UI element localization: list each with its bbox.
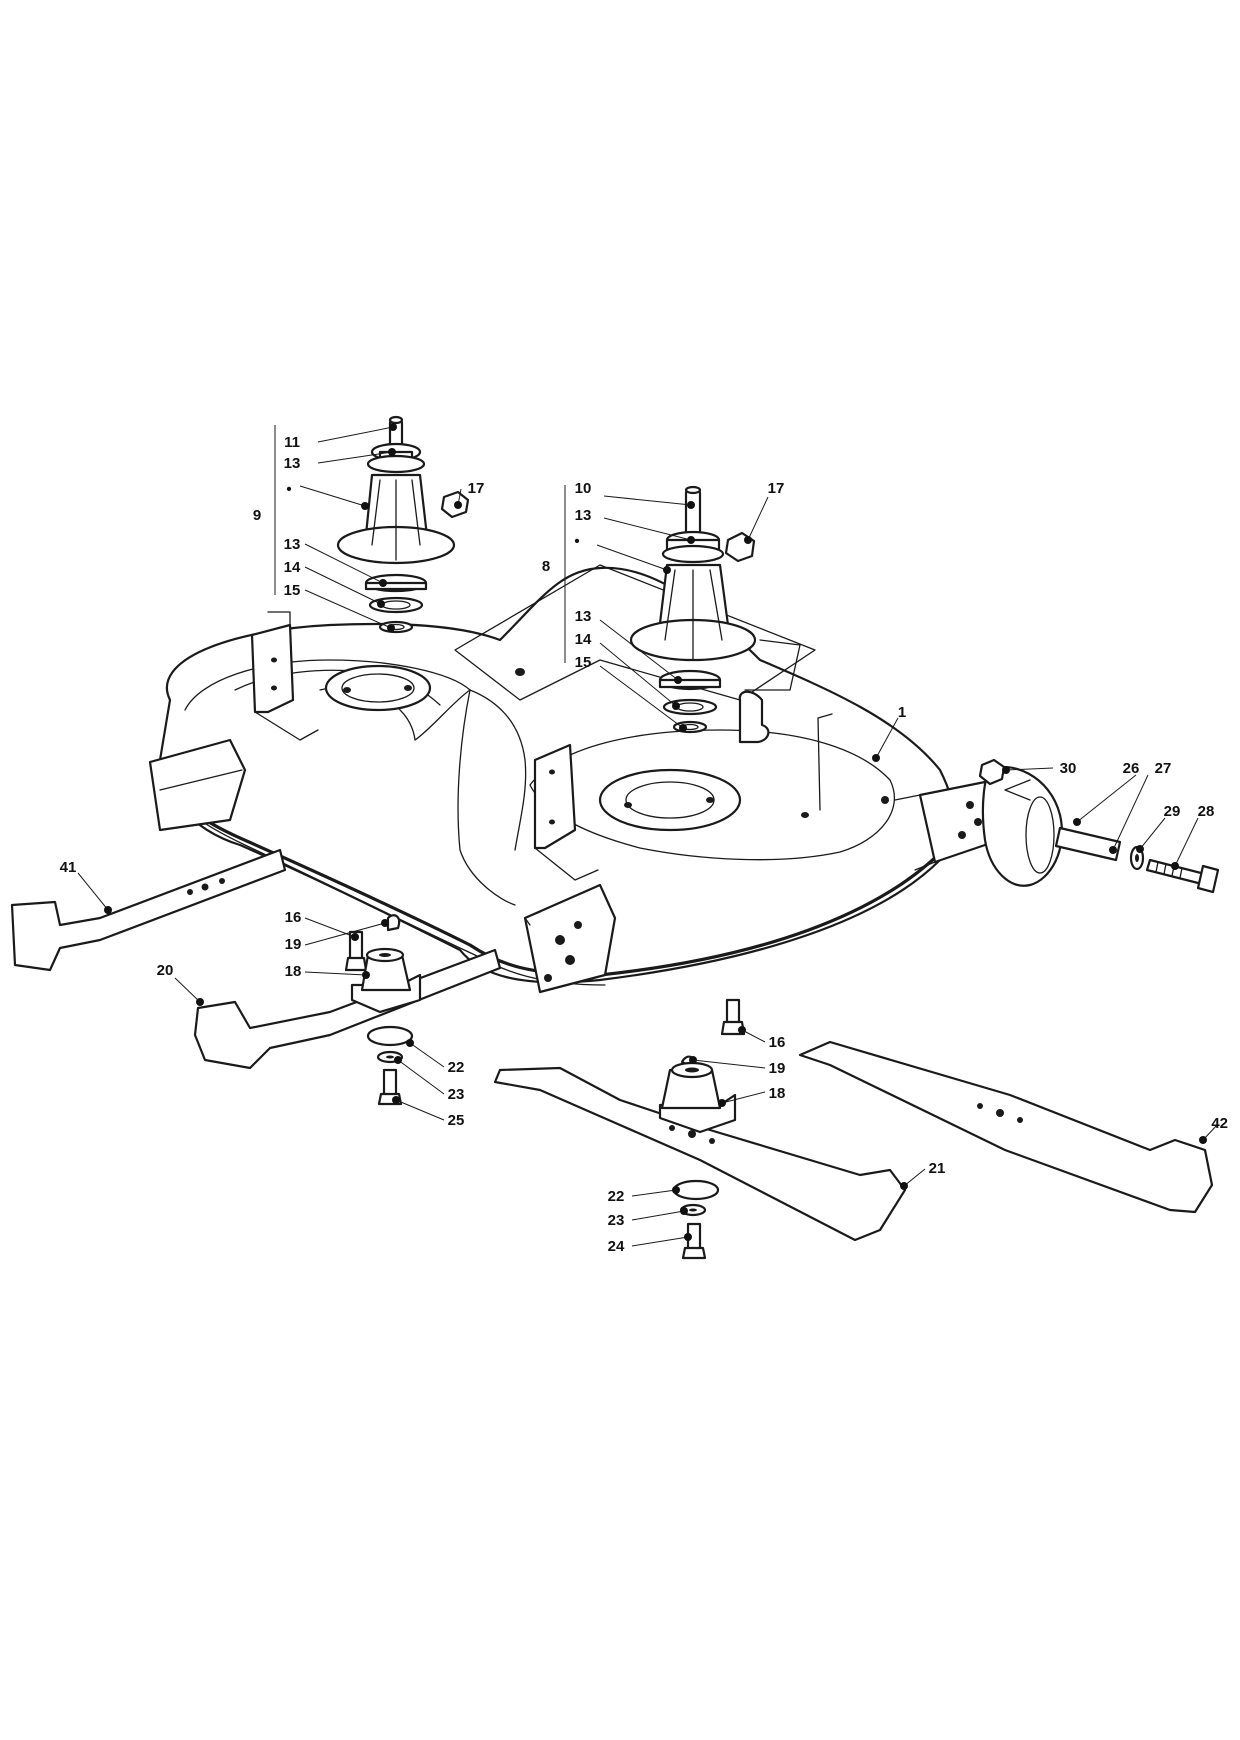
callout-29: 29 bbox=[1164, 803, 1181, 820]
callout-17: 17 bbox=[768, 480, 785, 497]
callout-41: 41 bbox=[60, 859, 77, 876]
blade-21 bbox=[493, 1066, 907, 1242]
wheel-assembly bbox=[978, 758, 1220, 894]
callout-15: 15 bbox=[284, 582, 301, 599]
callout-13: 13 bbox=[575, 507, 592, 524]
callout-11: 11 bbox=[284, 434, 300, 451]
callout-23: 23 bbox=[608, 1212, 625, 1229]
callout-14: 14 bbox=[284, 559, 301, 576]
callout-13: 13 bbox=[284, 455, 301, 472]
callout-28: 28 bbox=[1198, 803, 1215, 820]
callout-42: 42 bbox=[1211, 1115, 1228, 1132]
callout-25: 25 bbox=[448, 1112, 465, 1129]
callout-18: 18 bbox=[769, 1085, 786, 1102]
leader-lines bbox=[77, 423, 1219, 1247]
blade-42 bbox=[798, 1040, 1214, 1214]
callout-14: 14 bbox=[575, 631, 592, 648]
bullet-marker: • bbox=[286, 481, 291, 498]
callout-10: 10 bbox=[575, 480, 592, 497]
callout-13: 13 bbox=[575, 608, 592, 625]
callout-1: 1 bbox=[898, 704, 906, 721]
mower-deck bbox=[148, 564, 1002, 994]
callout-18: 18 bbox=[285, 963, 302, 980]
callout-26: 26 bbox=[1123, 760, 1140, 777]
callout-23: 23 bbox=[448, 1086, 465, 1103]
callout-22: 22 bbox=[608, 1188, 625, 1205]
callout-17: 17 bbox=[468, 480, 485, 497]
callout-30: 30 bbox=[1060, 760, 1077, 777]
callout-21: 21 bbox=[929, 1160, 946, 1177]
callout-9: 9 bbox=[253, 507, 261, 524]
left-blade-hub bbox=[344, 914, 422, 1106]
callout-27: 27 bbox=[1155, 760, 1172, 777]
callout-24: 24 bbox=[608, 1238, 625, 1255]
callout-15: 15 bbox=[575, 654, 592, 671]
left-spindle-assembly bbox=[336, 415, 470, 634]
bullet-marker: • bbox=[574, 533, 579, 550]
callout-8: 8 bbox=[542, 558, 550, 575]
callout-19: 19 bbox=[769, 1060, 786, 1077]
blade-41 bbox=[10, 848, 287, 972]
callout-16: 16 bbox=[769, 1034, 786, 1051]
callout-22: 22 bbox=[448, 1059, 465, 1076]
callout-19: 19 bbox=[285, 936, 302, 953]
callout-labels: 11 13 • 9 17 13 14 15 10 13 • 8 17 13 14… bbox=[60, 434, 1228, 1255]
callout-13: 13 bbox=[284, 536, 301, 553]
callout-20: 20 bbox=[157, 962, 174, 979]
callout-16: 16 bbox=[285, 909, 302, 926]
